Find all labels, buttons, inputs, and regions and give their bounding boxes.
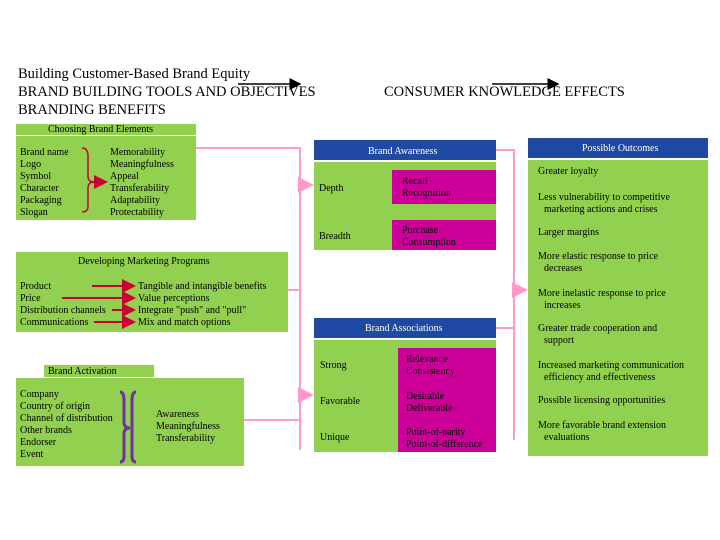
list-item: Other brands [20,425,72,436]
depth-label: Depth [319,183,344,194]
associations-attributes-box [398,348,496,452]
list-item: Event [20,449,44,460]
brand-elements-title: Choosing Brand Elements [48,124,153,135]
outcome-item: Possible licensing opportunities [538,395,666,406]
list-item: Point-of-difference [406,439,483,450]
list-item: Appeal [110,171,139,182]
brand-elements-criteria-list: Memorability Meaningfulness Appeal Trans… [110,147,174,219]
list-item: Memorability [110,147,165,158]
outcome-item: More elastic response to price decreases [538,251,658,274]
unique-items: Point-of-parity Point-of-difference [406,427,482,451]
brand-activation-panel [16,378,244,466]
brand-activation-criteria-list: Awareness Meaningfulness Transferability [156,409,220,445]
outcome-item: Increased marketing communication effici… [538,360,685,383]
pink-connector-right-trunk [496,149,515,440]
marketing-programs-title: Developing Marketing Programs [78,256,210,267]
page-title: Building Customer-Based Brand Equity [18,66,251,82]
header-tools-objectives: BRAND BUILDING TOOLS AND OBJECTIVES [18,84,316,100]
possible-outcomes-header [528,138,708,158]
list-item: Distribution channels [20,305,106,316]
list-item: Logo [20,159,42,170]
breadth-label: Breadth [319,231,351,242]
brand-awareness-header [314,140,496,160]
list-item: Character [20,183,59,194]
list-item: Slogan [20,207,48,218]
depth-box [392,170,496,204]
list-item: Consistency [406,366,455,377]
list-item: Point-of-parity [406,427,466,438]
list-item: Awareness [156,409,199,420]
breadth-items: Purchase Consumption [402,225,456,249]
list-item: Recognition [402,188,451,199]
outcome-item: More favorable brand extension evaluatio… [538,420,667,443]
list-item: Recall [402,176,428,187]
brand-elements-bracket [81,147,95,213]
outcome-item: More inelastic response to price increas… [538,288,666,311]
breadth-box [392,220,496,250]
marketing-programs-list: Product Price Distribution channels Comm… [20,281,106,329]
list-item: Value perceptions [138,293,210,304]
list-item: Meaningfulness [156,421,220,432]
brand-elements-header-bar [16,124,196,135]
header-branding-benefits: BRANDING BENEFITS [18,102,166,118]
list-item: Meaningfulness [110,159,174,170]
list-item: Relevance [406,354,448,365]
brand-activation-list: Company Country of origin Channel of dis… [20,389,113,461]
list-item: Company [20,389,59,400]
list-item: Desirable [406,391,445,402]
header-consumer-effects: CONSUMER KNOWLEDGE EFFECTS [384,84,625,100]
outcome-item: Less vulnerability to competitive market… [538,192,670,215]
marketing-programs-criteria-list: Tangible and intangible benefits Value p… [138,281,266,329]
strong-items: Relevance Consistency [406,354,455,378]
activation-left-brace [119,390,131,464]
brand-activation-header-bar [44,365,154,377]
brand-associations-title: Brand Associations [365,323,443,334]
brand-associations-header [314,318,496,338]
list-item: Product [20,281,52,292]
outcome-item: Larger margins [538,227,600,238]
depth-items: Recall Recognition [402,176,451,200]
list-item: Mix and match options [138,317,231,328]
list-item: Symbol [20,171,52,182]
outcome-item: Greater loyalty [538,166,599,177]
list-item: Protectability [110,207,164,218]
brand-elements-list: Brand name Logo Symbol Character Packagi… [20,147,69,219]
list-item: Transferability [156,433,216,444]
strong-label: Strong [320,360,347,371]
marketing-programs-panel [16,252,288,332]
brand-awareness-title: Brand Awareness [368,146,438,157]
list-item: Adaptability [110,195,160,206]
list-item: Brand name [20,147,69,158]
list-item: Consumption [402,237,456,248]
pink-connector-trunk [196,147,301,450]
list-item: Channel of distribution [20,413,113,424]
list-item: Deliverable [406,403,453,414]
possible-outcomes-title: Possible Outcomes [582,143,659,154]
list-item: Packaging [20,195,62,206]
list-item: Price [20,293,41,304]
list-item: Country of origin [20,401,90,412]
unique-label: Unique [320,432,350,443]
brand-activation-title: Brand Activation [48,366,117,377]
list-item: Communications [20,317,89,328]
list-item: Tangible and intangible benefits [138,281,267,292]
favorable-items: Desirable Deliverable [406,391,453,415]
possible-outcomes-panel [528,160,708,456]
list-item: Endorser [20,437,57,448]
outcome-item: Greater trade cooperation and support [538,323,658,346]
list-item: Transferability [110,183,170,194]
list-item: Integrate "push" and "pull" [138,305,247,316]
activation-right-brace [130,390,137,464]
list-item: Purchase [402,225,439,236]
favorable-label: Favorable [320,396,360,407]
